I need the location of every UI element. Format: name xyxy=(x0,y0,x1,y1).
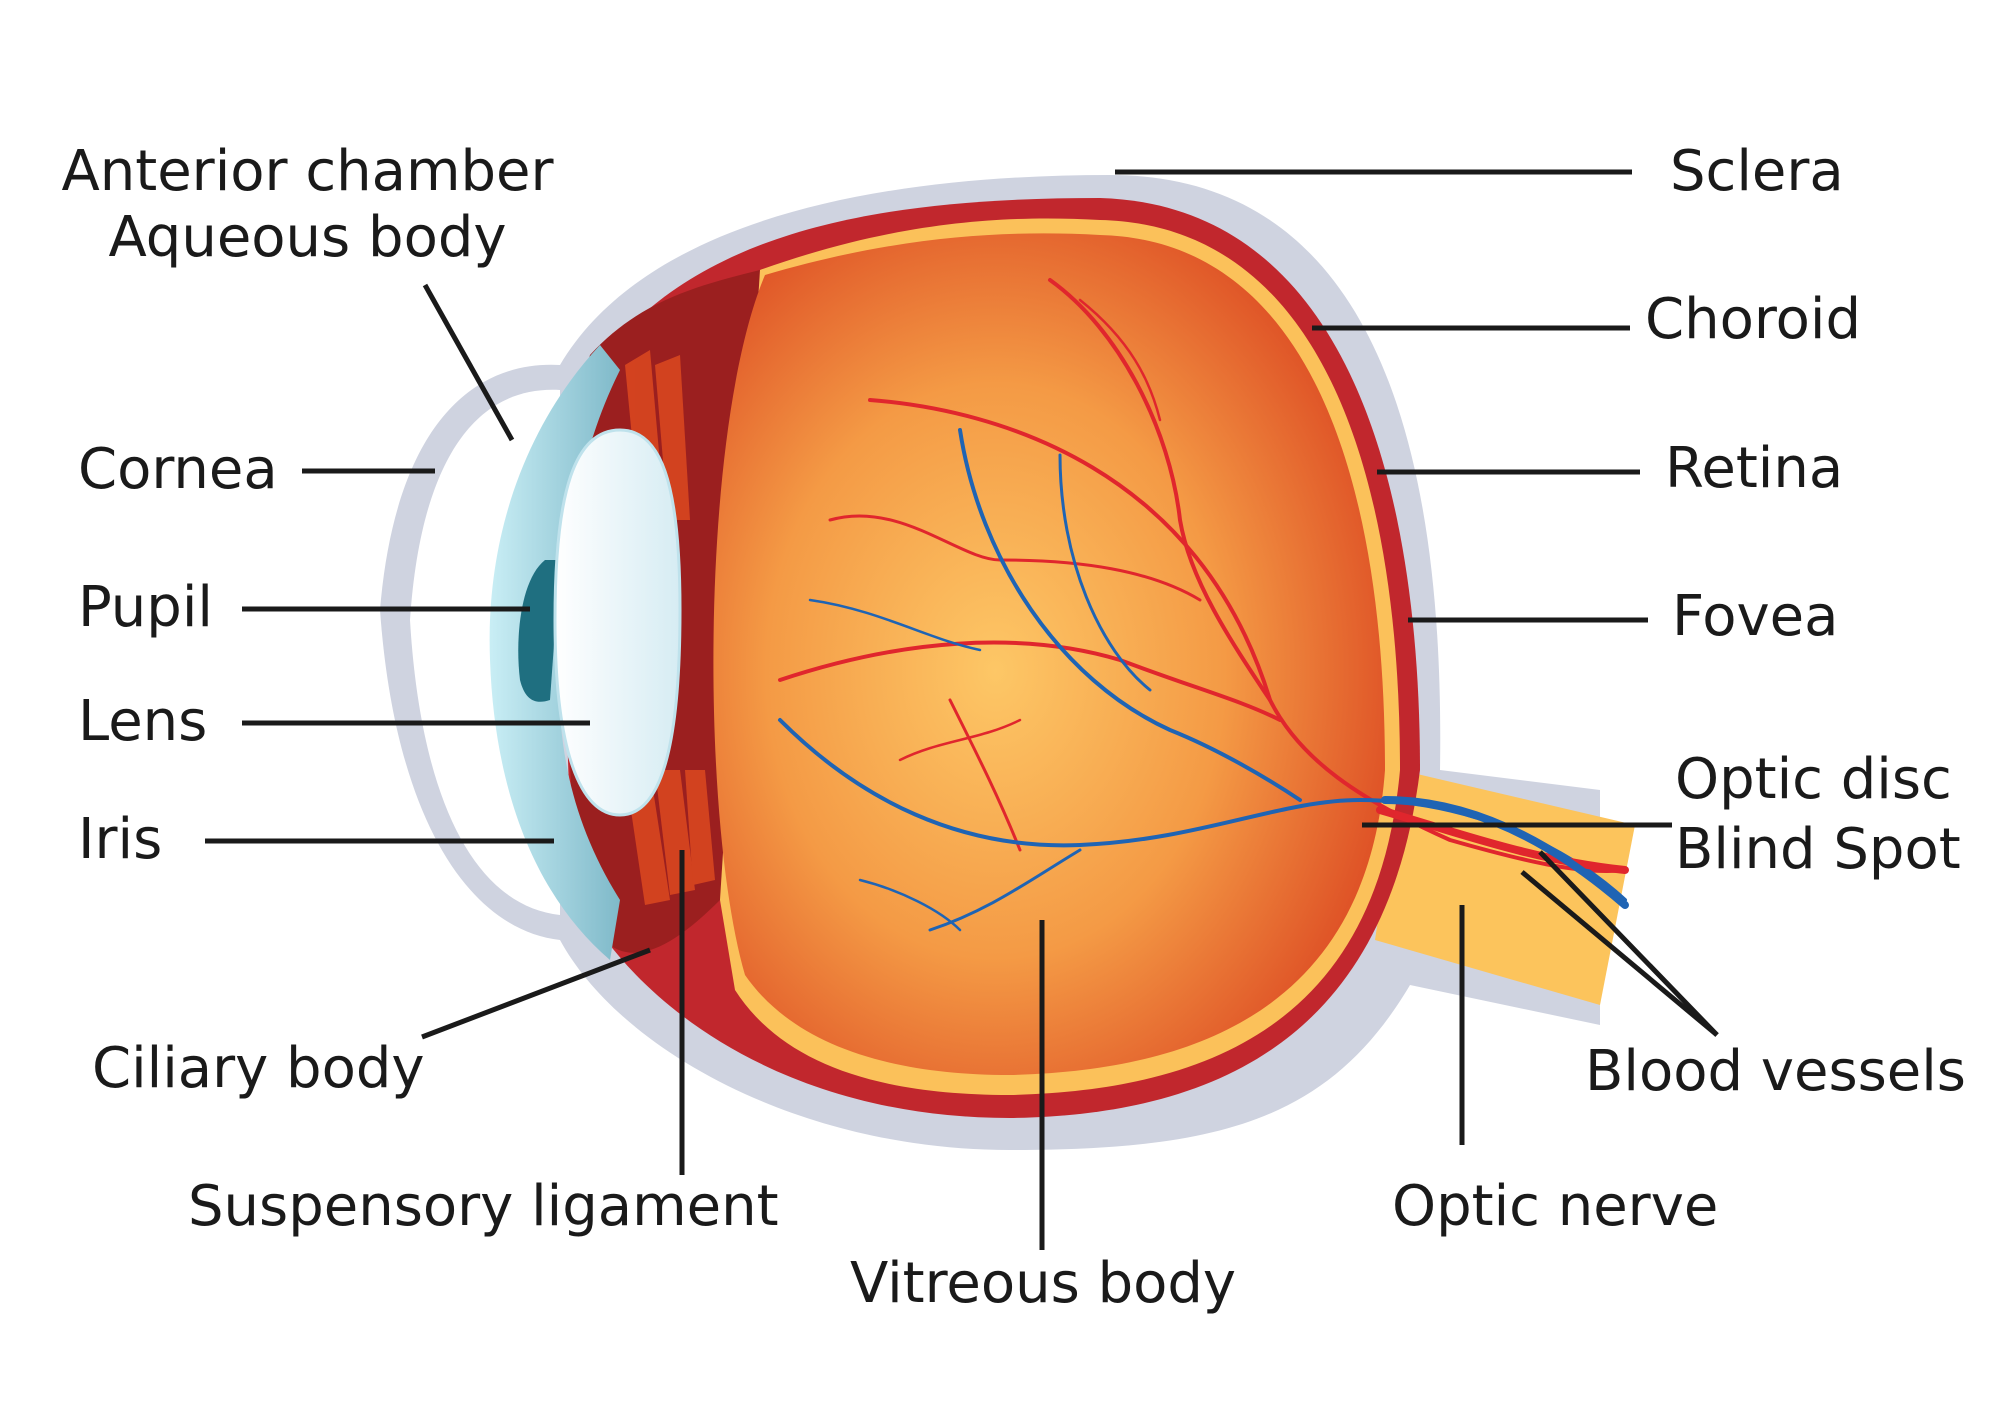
label-anterior-chamber: Anterior chamber xyxy=(61,139,554,204)
label-optic-disc: Optic disc xyxy=(1675,747,1952,812)
label-retina: Retina xyxy=(1665,436,1844,501)
vitreous-body-shape xyxy=(713,233,1385,1075)
label-aqueous-body: Aqueous body xyxy=(108,205,507,270)
lens-shape xyxy=(553,428,682,817)
label-sclera: Sclera xyxy=(1670,139,1844,204)
leader-lines xyxy=(205,169,1719,1250)
label-blood-vessels: Blood vessels xyxy=(1585,1039,1966,1104)
label-fovea: Fovea xyxy=(1672,584,1839,649)
label-cornea: Cornea xyxy=(78,437,278,502)
label-iris: Iris xyxy=(78,807,163,872)
nerve-vessels xyxy=(1376,796,1629,909)
pupil-shape xyxy=(518,560,560,702)
label-choroid: Choroid xyxy=(1645,287,1862,352)
label-pupil: Pupil xyxy=(78,575,213,640)
label-vitreous-body: Vitreous body xyxy=(850,1251,1237,1316)
label-blind-spot: Blind Spot xyxy=(1675,817,1961,882)
label-suspensory-ligament: Suspensory ligament xyxy=(188,1174,779,1239)
label-ciliary-body: Ciliary body xyxy=(92,1036,425,1101)
label-lens: Lens xyxy=(78,689,208,754)
label-optic-nerve: Optic nerve xyxy=(1392,1174,1719,1239)
